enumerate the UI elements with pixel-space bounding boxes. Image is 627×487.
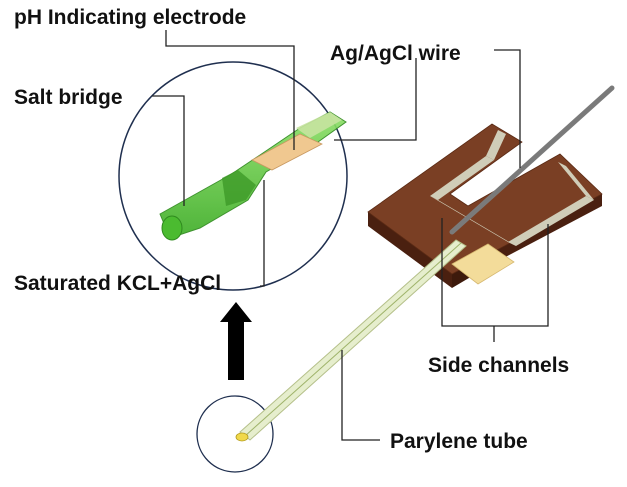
channel-right-arm: [508, 196, 594, 246]
channel-left-top: [486, 130, 506, 160]
label-salt-bridge: Salt bridge: [14, 86, 123, 109]
parylene-tube: [235, 239, 467, 442]
salt-bridge-tip: [161, 215, 183, 241]
leader-saturated-kcl: [260, 180, 265, 287]
leader-parylene-tube: [341, 350, 380, 441]
label-side-channels: Side channels: [428, 354, 569, 377]
reference-pad: [451, 243, 515, 285]
leader-salt-bridge: [152, 95, 185, 206]
tube-tip: [235, 432, 249, 442]
label-parylene-tube: Parylene tube: [390, 430, 528, 453]
leader-ag-wire-right: [494, 49, 521, 168]
leader-ag-wire-left: [334, 58, 417, 141]
label-ph-electrode: pH Indicating electrode: [14, 6, 246, 29]
tip-circle: [196, 395, 274, 473]
leader-side-channels: [441, 218, 549, 327]
leader-lines: [152, 30, 549, 441]
tube-inner-line: [244, 242, 462, 437]
label-saturated-kcl: Saturated KCL+AgCl: [14, 272, 221, 295]
ph-electrode-pad: [251, 133, 323, 171]
sensor-chip: [367, 123, 603, 288]
magnify-arrow: [220, 302, 252, 380]
label-ag-wire: Ag/AgCl wire: [330, 42, 461, 65]
bridge-step: [222, 170, 256, 206]
chip-side-right: [496, 194, 602, 262]
leader-ph-electrode: [165, 30, 295, 150]
ag-agcl-wire: [449, 85, 615, 235]
channel-right-top: [558, 162, 594, 200]
channel-left-arm: [430, 156, 494, 200]
electrode-tail: [296, 112, 342, 138]
channel-cross: [430, 196, 516, 246]
magnified-view: [118, 61, 348, 291]
